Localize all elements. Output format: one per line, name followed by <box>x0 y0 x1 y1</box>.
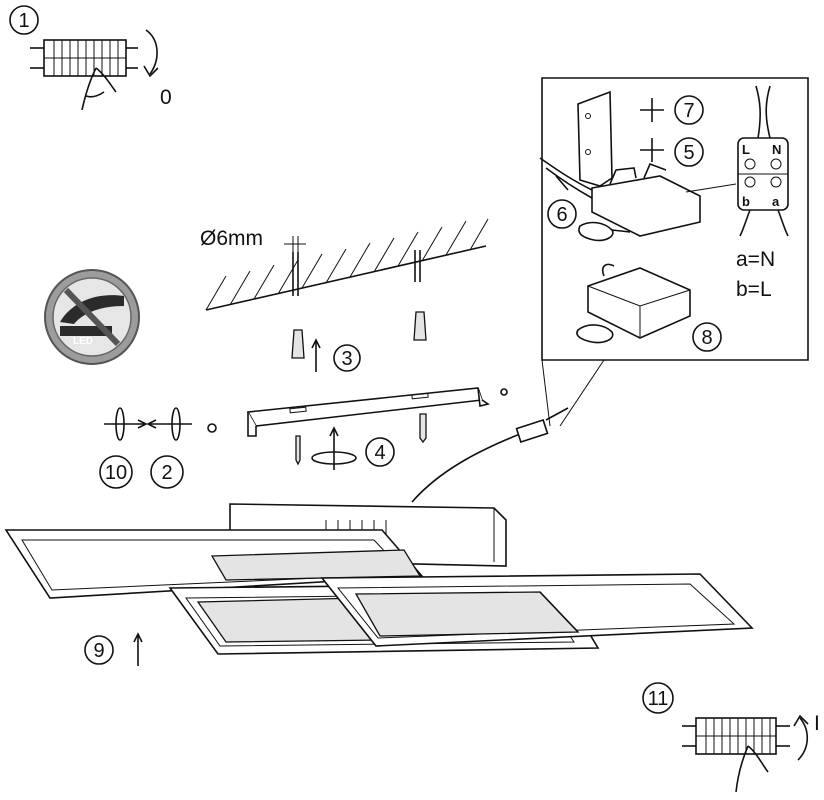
rotate-arrow-icon-2 <box>797 717 809 761</box>
hand-icon <box>81 67 117 111</box>
switch-off-label: 0 <box>160 86 172 109</box>
hand-icon-2 <box>735 745 769 793</box>
ceiling-line <box>205 245 487 311</box>
step-7-label: 7 <box>683 100 694 122</box>
rotate-arrow-icon <box>145 29 158 75</box>
mapping-a-label: a=N <box>736 248 775 271</box>
small-screw-icon <box>207 423 217 433</box>
step-2-label: 2 <box>161 462 172 484</box>
terminal-detail-icon <box>737 85 789 237</box>
terminal-cover-icon <box>587 267 691 339</box>
step-11-label: 11 <box>648 688 669 710</box>
step-8-circle <box>692 322 722 352</box>
wall-plug-icon-2 <box>413 311 427 341</box>
step-1-group: 1 0 <box>9 5 172 111</box>
small-screw-icon-2 <box>500 388 508 396</box>
wiring-inset: 7 5 6 L N b a a=N b=L 8 <box>539 77 809 427</box>
terminal-N-label: N <box>772 142 781 157</box>
led-text: LED <box>73 336 93 347</box>
mapping-b-label: b=L <box>736 278 772 301</box>
step-10-label: 10 <box>105 462 127 484</box>
step-4-circle <box>365 437 395 467</box>
drill-diameter-label: Ø6mm <box>200 227 263 250</box>
cable-connector <box>515 419 549 443</box>
step-2-circle <box>150 455 184 489</box>
terminal-b-label: b <box>742 194 750 209</box>
step-1-label: 1 <box>18 10 29 32</box>
step-3-circle <box>333 344 361 372</box>
step-1-circle <box>9 5 39 35</box>
fuse-box-icon-2 <box>682 717 790 755</box>
step-9-label: 9 <box>93 640 104 662</box>
no-led-touch-icon: LED <box>44 269 140 365</box>
power-cable <box>411 407 569 503</box>
step-3-label: 3 <box>341 348 352 370</box>
step-11-circle <box>642 682 674 714</box>
terminal-a-label: a <box>772 194 780 209</box>
fuse-box-icon <box>30 39 138 77</box>
wall-plug-icon <box>291 329 305 359</box>
step-2-10-group: 10 2 <box>99 407 192 489</box>
ceiling-drill-group: Ø6mm <box>200 218 489 311</box>
step-10-circle <box>99 455 133 489</box>
screw-icon-2 <box>419 413 427 444</box>
step-6-circle <box>547 199 577 229</box>
screw-icon <box>295 435 301 466</box>
step-9-circle <box>84 635 114 665</box>
step-5-label: 5 <box>683 142 694 164</box>
lamp-frame-left <box>4 529 424 599</box>
terminal-block-icon <box>591 175 701 237</box>
step-11-group: 11 I <box>642 682 820 793</box>
mounting-bracket <box>207 387 508 437</box>
step-4-label: 4 <box>374 442 385 464</box>
switch-on-label: I <box>814 712 820 735</box>
step-7-circle <box>674 95 704 125</box>
step-4-group: 4 <box>295 413 427 470</box>
step-3-group: 3 <box>291 311 427 372</box>
step-9-group: 9 <box>84 632 143 666</box>
terminal-L-label: L <box>742 142 750 157</box>
step-5-circle <box>674 137 704 167</box>
step-6-label: 6 <box>556 204 567 226</box>
ceiling-lamp <box>4 503 754 655</box>
step-8-label: 8 <box>701 327 712 349</box>
ceiling-hatching <box>205 218 489 311</box>
